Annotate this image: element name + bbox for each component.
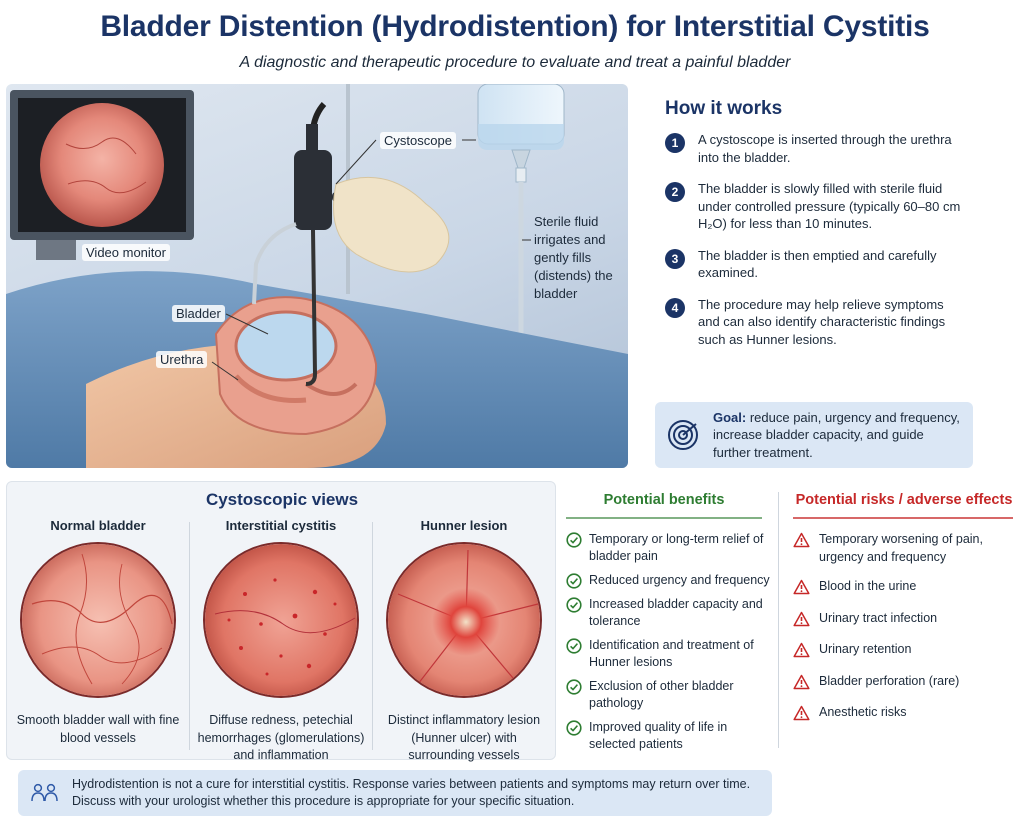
disclaimer-note: Hydrodistention is not a cure for inters…	[18, 770, 772, 816]
step-text: The procedure may help relieve symptoms …	[698, 296, 946, 347]
hunner-lesion-image	[386, 542, 542, 698]
label-bladder: Bladder	[172, 305, 225, 322]
check-circle-icon	[566, 638, 582, 654]
disclaimer-text: Hydrodistention is not a cure for inters…	[72, 776, 750, 810]
check-circle-icon	[566, 597, 582, 613]
page-title: Bladder Distention (Hydrodistention) for…	[100, 10, 930, 43]
interstitial-cystitis-image	[203, 542, 359, 698]
step-number-badge: 3	[665, 248, 685, 269]
risk-item: Bladder perforation (rare)	[793, 673, 1018, 691]
how-it-works-heading: How it works	[665, 98, 783, 119]
warning-triangle-icon	[793, 579, 810, 595]
check-circle-icon	[566, 720, 582, 736]
risk-item: Urinary retention	[793, 641, 1018, 659]
risk-text: Bladder perforation (rare)	[819, 673, 960, 688]
steps-list: 1 A cystoscope is inserted through the u…	[665, 131, 965, 362]
view-interstitial-cystitis: Interstitial cystitis Diffuse redness, p…	[190, 518, 372, 765]
risk-item: Blood in the urine	[793, 578, 1018, 596]
risk-text: Anesthetic risks	[819, 705, 907, 719]
target-icon	[668, 420, 698, 450]
step-number-badge: 4	[665, 297, 685, 318]
risk-item: Urinary tract infection	[793, 610, 1018, 628]
cystoscopic-views-heading: Cystoscopic views	[205, 490, 359, 509]
benefit-text: Reduced urgency and frequency	[589, 573, 770, 587]
video-monitor	[10, 90, 194, 260]
risks-rule	[793, 517, 1013, 519]
warning-triangle-icon	[793, 705, 810, 721]
view-divider	[189, 522, 190, 750]
fluid-bag	[477, 84, 565, 183]
benefit-text: Exclusion of other bladder pathology	[589, 679, 734, 710]
step-text: A cystoscope is inserted through the ure…	[698, 132, 952, 165]
view-label: Normal bladder	[50, 518, 146, 533]
column-divider	[778, 492, 779, 748]
benefits-list: Temporary or long-term relief of bladder…	[566, 531, 771, 760]
risk-text: Urinary retention	[819, 642, 912, 656]
step-number-badge: 1	[665, 133, 685, 153]
risks-heading: Potential risks / adverse effects	[795, 492, 1013, 508]
warning-triangle-icon	[793, 532, 810, 548]
goal-label: Goal:	[713, 409, 747, 425]
benefit-item: Increased bladder capacity and tolerance	[566, 596, 771, 630]
risk-text: Urinary tract infection	[819, 610, 938, 625]
benefit-item: Improved quality of life in selected pat…	[566, 719, 771, 753]
view-caption: Smooth bladder wall with fine blood vess…	[16, 713, 180, 745]
bladder-shape	[234, 310, 338, 382]
benefits-heading: Potential benefits	[603, 492, 725, 508]
people-icon	[31, 783, 58, 802]
step-item: 1 A cystoscope is inserted through the u…	[665, 131, 965, 166]
benefit-item: Reduced urgency and frequency	[566, 572, 771, 589]
label-cystoscope: Cystoscope	[380, 132, 456, 149]
risk-text: Temporary worsening of pain, urgency and…	[819, 532, 983, 564]
label-sterile-fluid: Sterile fluid irrigates and gently fills…	[534, 214, 613, 301]
procedure-scene	[6, 84, 628, 468]
view-normal-bladder: Normal bladder Smooth bladder wall with …	[7, 518, 189, 747]
step-item: 4 The procedure may help relieve symptom…	[665, 296, 965, 349]
goal-box: Goal: reduce pain, urgency and frequency…	[655, 402, 973, 468]
step-item: 3 The bladder is then emptied and carefu…	[665, 247, 965, 282]
benefit-text: Increased bladder capacity and tolerance	[589, 597, 763, 628]
normal-bladder-image	[20, 542, 176, 698]
label-video-monitor: Video monitor	[82, 244, 170, 261]
view-caption: Distinct inflammatory lesion (Hunner ulc…	[387, 713, 541, 762]
goal-text: Goal: reduce pain, urgency and frequency…	[713, 409, 963, 462]
benefit-item: Identification and treatment of Hunner l…	[566, 637, 771, 671]
benefit-text: Improved quality of life in selected pat…	[589, 720, 728, 751]
warning-triangle-icon	[793, 611, 810, 626]
risk-item: Temporary worsening of pain, urgency and…	[793, 531, 1018, 566]
view-hunner-lesion: Hunner lesion Distinct inflammatory lesi…	[373, 518, 555, 765]
view-label: Hunner lesion	[420, 518, 508, 533]
benefits-rule	[566, 517, 762, 519]
warning-triangle-icon	[793, 674, 810, 689]
benefit-text: Temporary or long-term relief of bladder…	[589, 532, 764, 563]
gloved-hand	[333, 176, 450, 273]
view-divider	[372, 522, 373, 750]
risk-item: Anesthetic risks	[793, 704, 1018, 722]
anatomy-cutaway	[214, 296, 378, 436]
view-label: Interstitial cystitis	[225, 518, 337, 533]
risks-list: Temporary worsening of pain, urgency and…	[793, 531, 1018, 736]
benefit-item: Temporary or long-term relief of bladder…	[566, 531, 771, 565]
label-urethra: Urethra	[156, 351, 208, 368]
step-text: The bladder is slowly filled with steril…	[698, 181, 961, 231]
disclaimer-line: Hydrodistention is not a cure for inters…	[72, 777, 751, 791]
check-circle-icon	[566, 573, 582, 589]
check-circle-icon	[566, 532, 582, 548]
cystoscopic-views-panel: Cystoscopic views Normal bladder Smooth …	[6, 481, 556, 762]
benefit-text: Identification and treatment of Hunner l…	[589, 638, 754, 669]
urethra-shape	[234, 374, 307, 403]
step-number-badge: 2	[665, 182, 685, 202]
warning-triangle-icon	[793, 642, 810, 658]
disclaimer-line: Discuss with your urologist whether this…	[72, 794, 575, 808]
goal-description: reduce pain, urgency and frequency, incr…	[713, 409, 960, 460]
benefit-item: Exclusion of other bladder pathology	[566, 678, 771, 712]
procedure-illustration: Cystoscope Video monitor Bladder Urethra…	[6, 84, 628, 468]
view-caption: Diffuse redness, petechial hemorrhages (…	[197, 713, 365, 762]
step-text: The bladder is then emptied and carefull…	[698, 247, 937, 281]
check-circle-icon	[566, 679, 582, 695]
step-item: 2 The bladder is slowly filled with ster…	[665, 180, 965, 233]
risk-text: Blood in the urine	[819, 579, 917, 593]
page-subtitle: A diagnostic and therapeutic procedure t…	[239, 54, 791, 71]
